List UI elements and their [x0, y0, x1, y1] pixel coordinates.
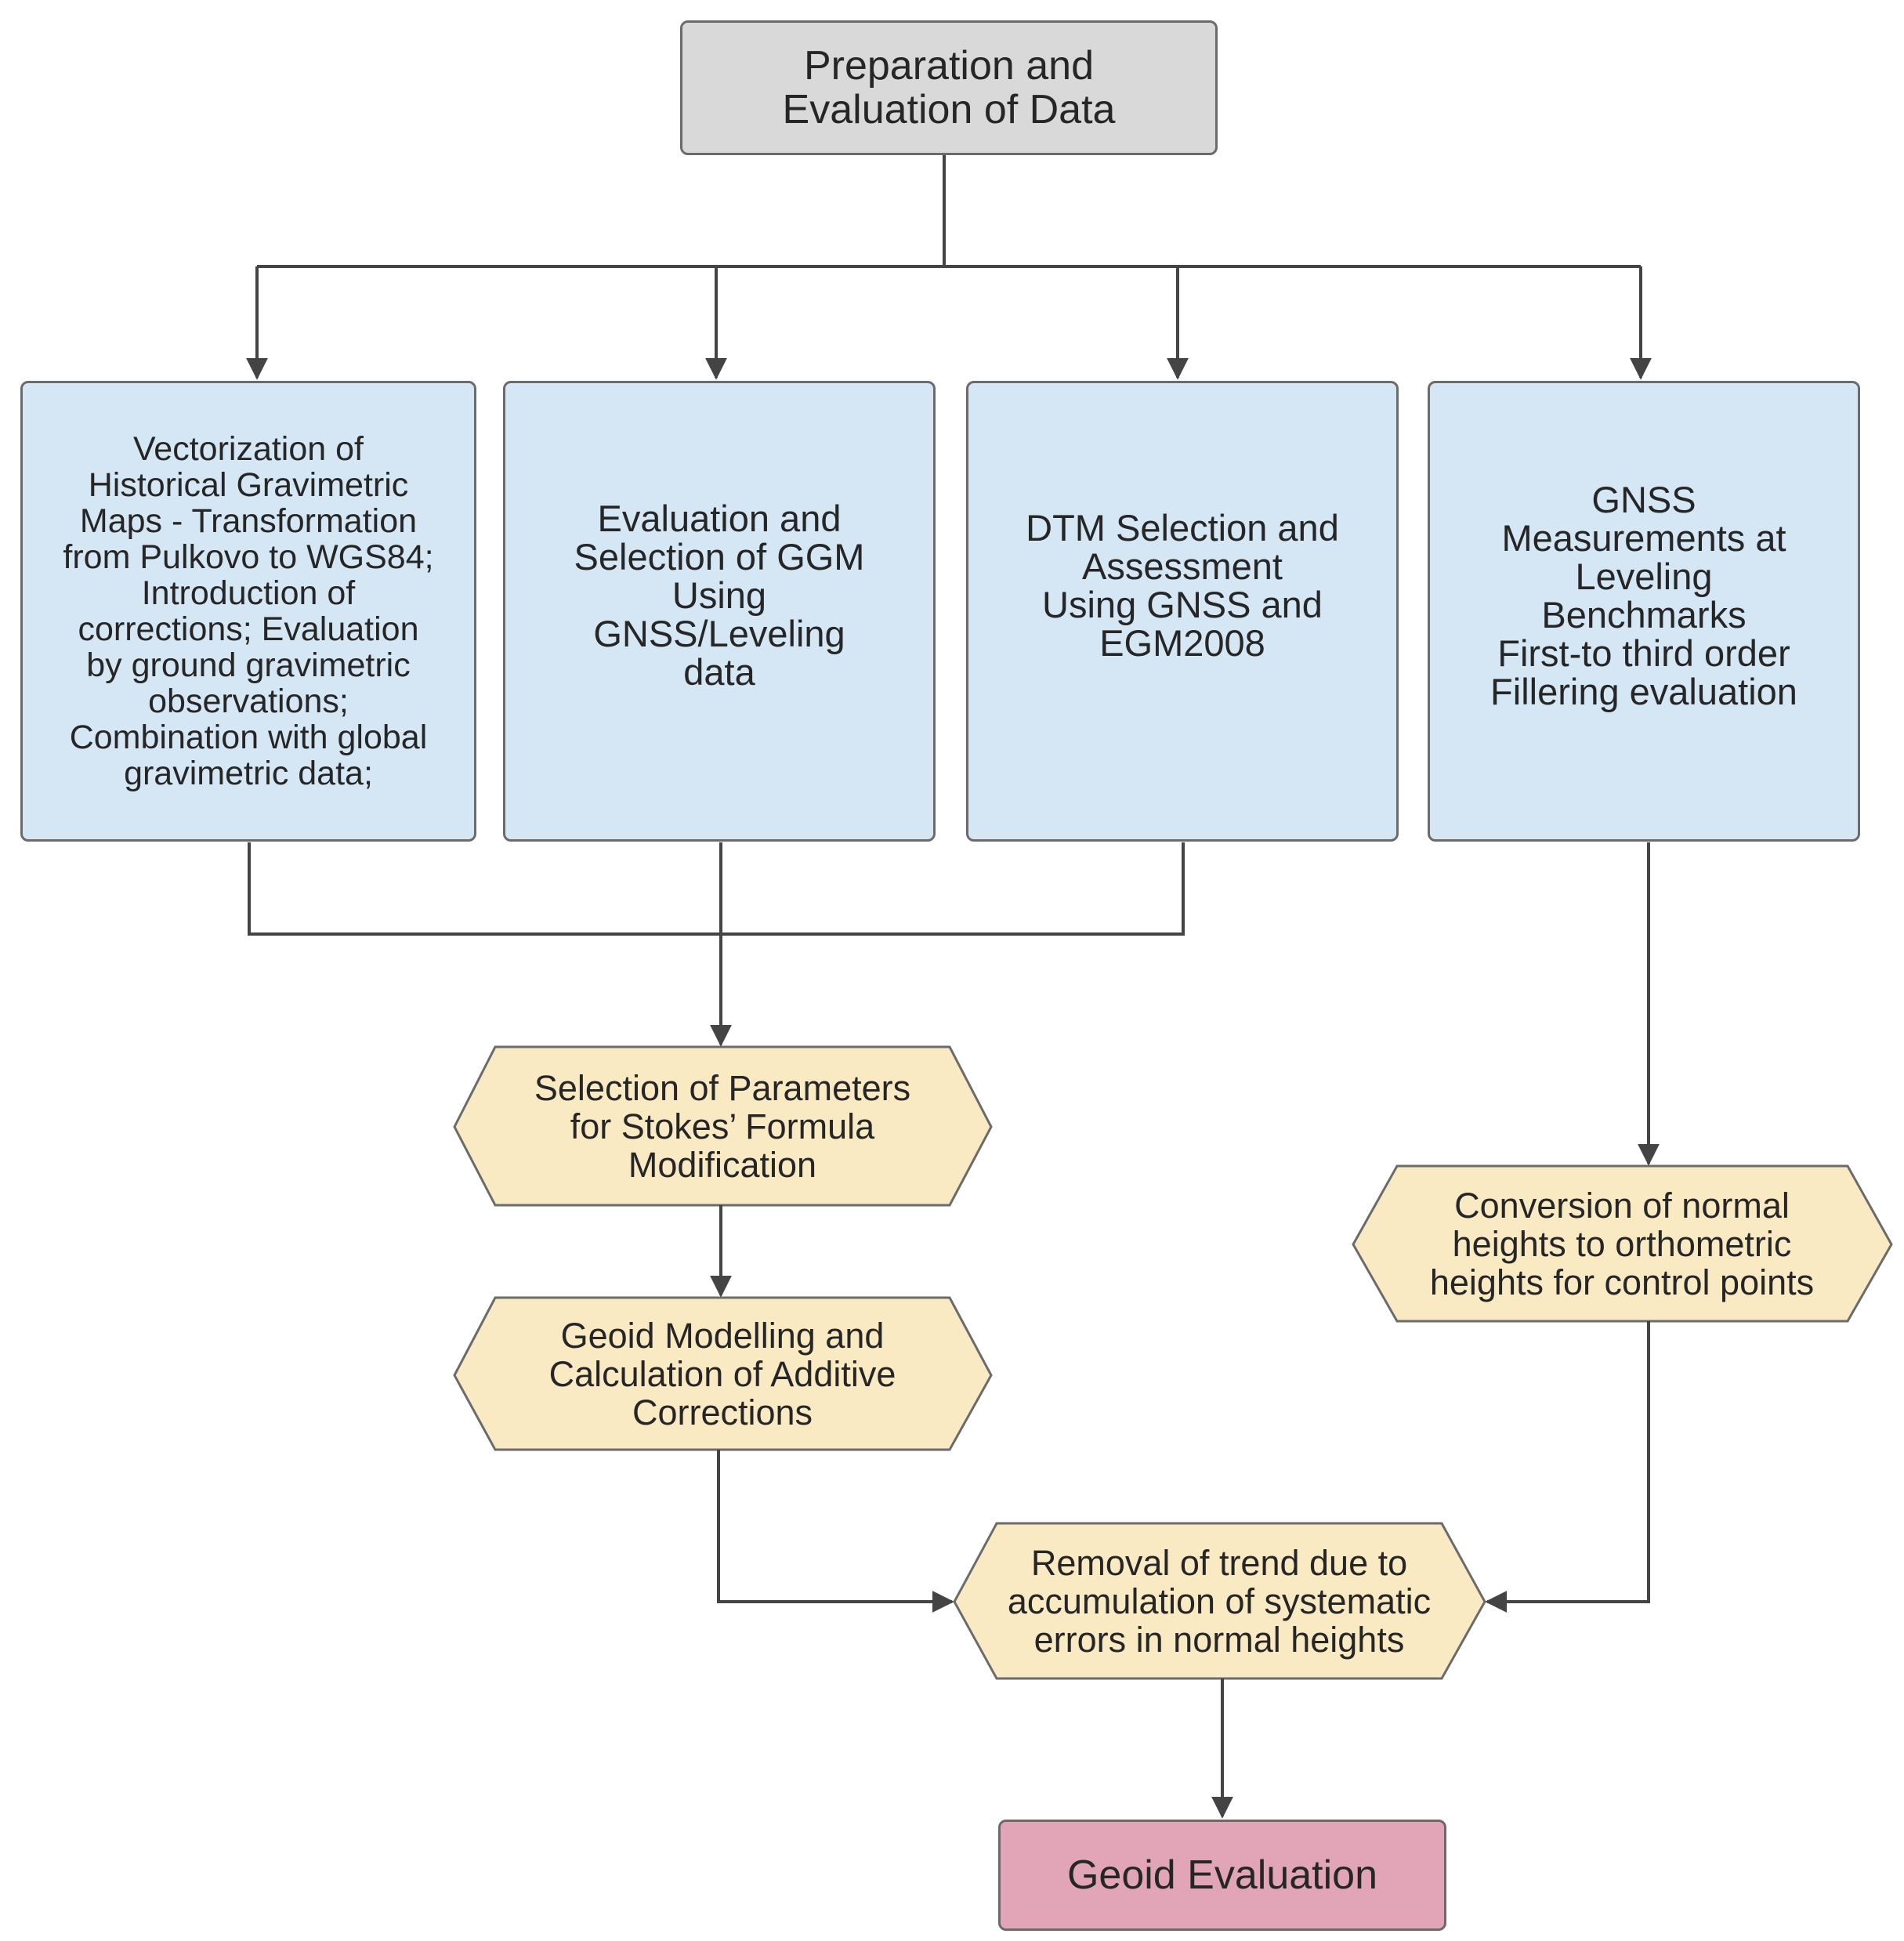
final-label: Geoid Evaluation — [1066, 1852, 1378, 1898]
stokes-hexagon-shape — [453, 1045, 993, 1207]
stokes-hexagon: Selection of Parameters for Stokes’ Form… — [478, 1047, 967, 1205]
gnss-box: GNSS Measurements at Leveling Benchmarks… — [1428, 381, 1860, 842]
vectorization-box: Vectorization of Historical Gravimetric … — [20, 381, 476, 842]
prep-label: Preparation and Evaluation of Data — [782, 43, 1116, 132]
ggm-label: Evaluation and Selection of GGM Using GN… — [574, 498, 865, 693]
geoid-modelling-hexagon-shape — [453, 1296, 993, 1451]
dtm-label: DTM Selection and Assessment Using GNSS … — [1026, 507, 1339, 664]
trend-hexagon-shape — [953, 1522, 1486, 1680]
trend-label: Removal of trend due to accumulation of … — [1007, 1542, 1432, 1660]
gnss-label: GNSS Measurements at Leveling Benchmarks… — [1490, 479, 1797, 712]
stokes-label: Selection of Parameters for Stokes’ Form… — [534, 1067, 911, 1185]
conversion-hexagon: Conversion of normal heights to orthomet… — [1379, 1166, 1865, 1321]
final-box: Geoid Evaluation — [998, 1820, 1446, 1931]
ggm-box: Evaluation and Selection of GGM Using GN… — [503, 381, 936, 842]
conversion-hexagon-shape — [1352, 1164, 1893, 1323]
prep-box: Preparation and Evaluation of Data — [680, 20, 1218, 155]
arrow-conversion-to-trend — [1485, 1321, 1650, 1613]
geoid-modelling-label: Geoid Modelling and Calculation of Addit… — [548, 1315, 896, 1432]
trend-hexagon: Removal of trend due to accumulation of … — [972, 1523, 1467, 1678]
vectorization-label: Vectorization of Historical Gravimetric … — [63, 430, 434, 792]
connector-merge-left — [248, 842, 1185, 936]
dtm-box: DTM Selection and Assessment Using GNSS … — [966, 381, 1399, 842]
arrow-geoid-modelling-to-trend — [717, 1450, 954, 1613]
geoid-modelling-hexagon: Geoid Modelling and Calculation of Addit… — [478, 1298, 967, 1450]
conversion-label: Conversion of normal heights to orthomet… — [1429, 1185, 1815, 1302]
